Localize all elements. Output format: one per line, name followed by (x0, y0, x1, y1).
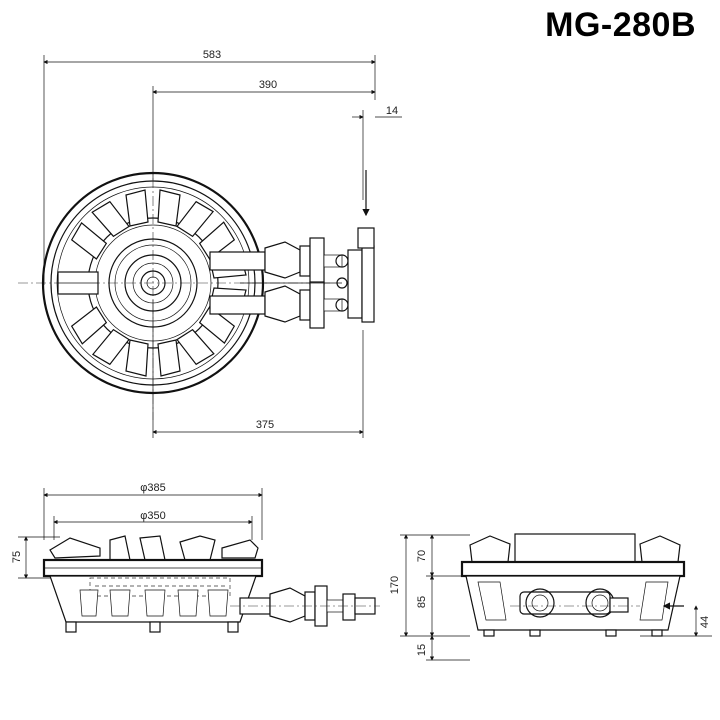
gas-valve-assembly-front (230, 585, 380, 627)
svg-text:170: 170 (389, 576, 401, 594)
dim-foot-height: 15 (416, 635, 470, 661)
dim-total-height: 170 (389, 534, 470, 637)
dim-overall-width: 583 (43, 49, 376, 285)
gas-valve-assembly-top (209, 227, 375, 329)
svg-text:85: 85 (416, 596, 428, 608)
svg-text:14: 14 (386, 105, 398, 117)
svg-text:70: 70 (416, 550, 428, 562)
svg-text:390: 390 (259, 79, 277, 91)
svg-text:44: 44 (699, 616, 711, 628)
svg-text:75: 75 (11, 551, 23, 563)
svg-text:375: 375 (256, 419, 274, 431)
dim-outer-diameter: φ385 (43, 482, 263, 540)
top-view: 583 390 14 375 (18, 49, 402, 438)
front-view: φ385 φ350 75 (11, 482, 380, 633)
svg-text:15: 15 (416, 644, 428, 656)
dim-center-to-end: 390 (152, 79, 376, 180)
svg-text:φ385: φ385 (140, 482, 166, 494)
side-view: 170 70 85 15 44 (389, 533, 712, 661)
model-title: MG-280B (545, 6, 696, 44)
dim-lower-height: 85 (416, 575, 435, 637)
dim-inlet-offset: 14 (352, 105, 402, 200)
dim-center-to-pipe: 375 (152, 300, 364, 438)
dim-inner-diameter: φ350 (53, 510, 253, 540)
svg-text:φ350: φ350 (140, 510, 166, 522)
svg-text:583: 583 (203, 49, 221, 61)
